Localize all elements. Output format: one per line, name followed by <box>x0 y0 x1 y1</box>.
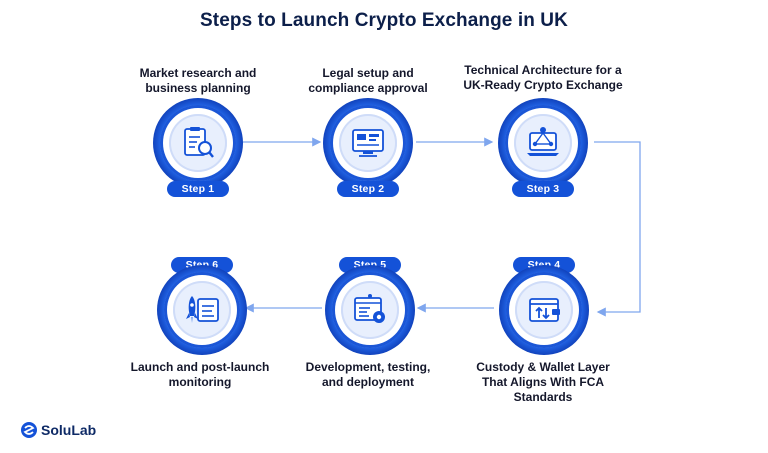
step-5-label-line-2: and deployment <box>321 375 414 389</box>
step-2-badge: Step 2 <box>337 181 399 197</box>
step-4-label-line-3: Standards <box>513 390 573 404</box>
step-1-label: Market research and business planning <box>98 66 298 96</box>
checklist-magnifier-icon <box>184 127 214 158</box>
step-5-label-line-1: Development, testing, <box>305 360 431 374</box>
rocket-screen-icon <box>186 296 219 323</box>
step-5-label: Development, testing, and deployment <box>268 360 468 390</box>
step-4-node <box>499 265 589 355</box>
step-4-label-line-2: That Aligns With FCA <box>481 375 605 389</box>
solulab-logo: SoluLab <box>20 420 96 440</box>
network-laptop-icon <box>527 127 559 156</box>
step-3-label-line-2: UK-Ready Crypto Exchange <box>463 78 623 92</box>
step-3-badge: Step 3 <box>512 181 574 197</box>
step-1-badge: Step 1 <box>167 181 229 197</box>
step-1-label-line-1: Market research and <box>139 66 257 80</box>
dashboard-monitor-icon <box>352 129 384 157</box>
step-3-label-line-1: Technical Architecture for a <box>464 63 622 77</box>
step-2-label-line-2: compliance approval <box>308 81 428 95</box>
step-2-label-line-1: Legal setup and <box>322 66 414 80</box>
code-window-gear-icon <box>354 294 385 323</box>
step-2-label: Legal setup and compliance approval <box>268 66 468 96</box>
step-4-label: Custody & Wallet Layer That Aligns With … <box>443 360 643 405</box>
solulab-logo-icon <box>21 422 37 438</box>
step-6-label: Launch and post-launch monitoring <box>100 360 300 390</box>
step-1-label-line-2: business planning <box>145 81 251 95</box>
step-3-label: Technical Architecture for a UK-Ready Cr… <box>443 63 643 93</box>
step-6-label-line-1: Launch and post-launch <box>130 360 270 374</box>
step-1-node <box>153 98 243 188</box>
connector-3-4 <box>594 141 641 317</box>
step-5-node <box>325 265 415 355</box>
step-3-node <box>498 98 588 188</box>
step-6-node <box>157 265 247 355</box>
page-title: Steps to Launch Crypto Exchange in UK <box>200 10 568 31</box>
step-2-node <box>323 98 413 188</box>
solulab-logo-text: SoluLab <box>41 422 97 438</box>
wallet-transfer-icon <box>529 298 560 322</box>
step-4-label-line-1: Custody & Wallet Layer <box>476 360 610 374</box>
step-6-label-line-2: monitoring <box>168 375 232 389</box>
